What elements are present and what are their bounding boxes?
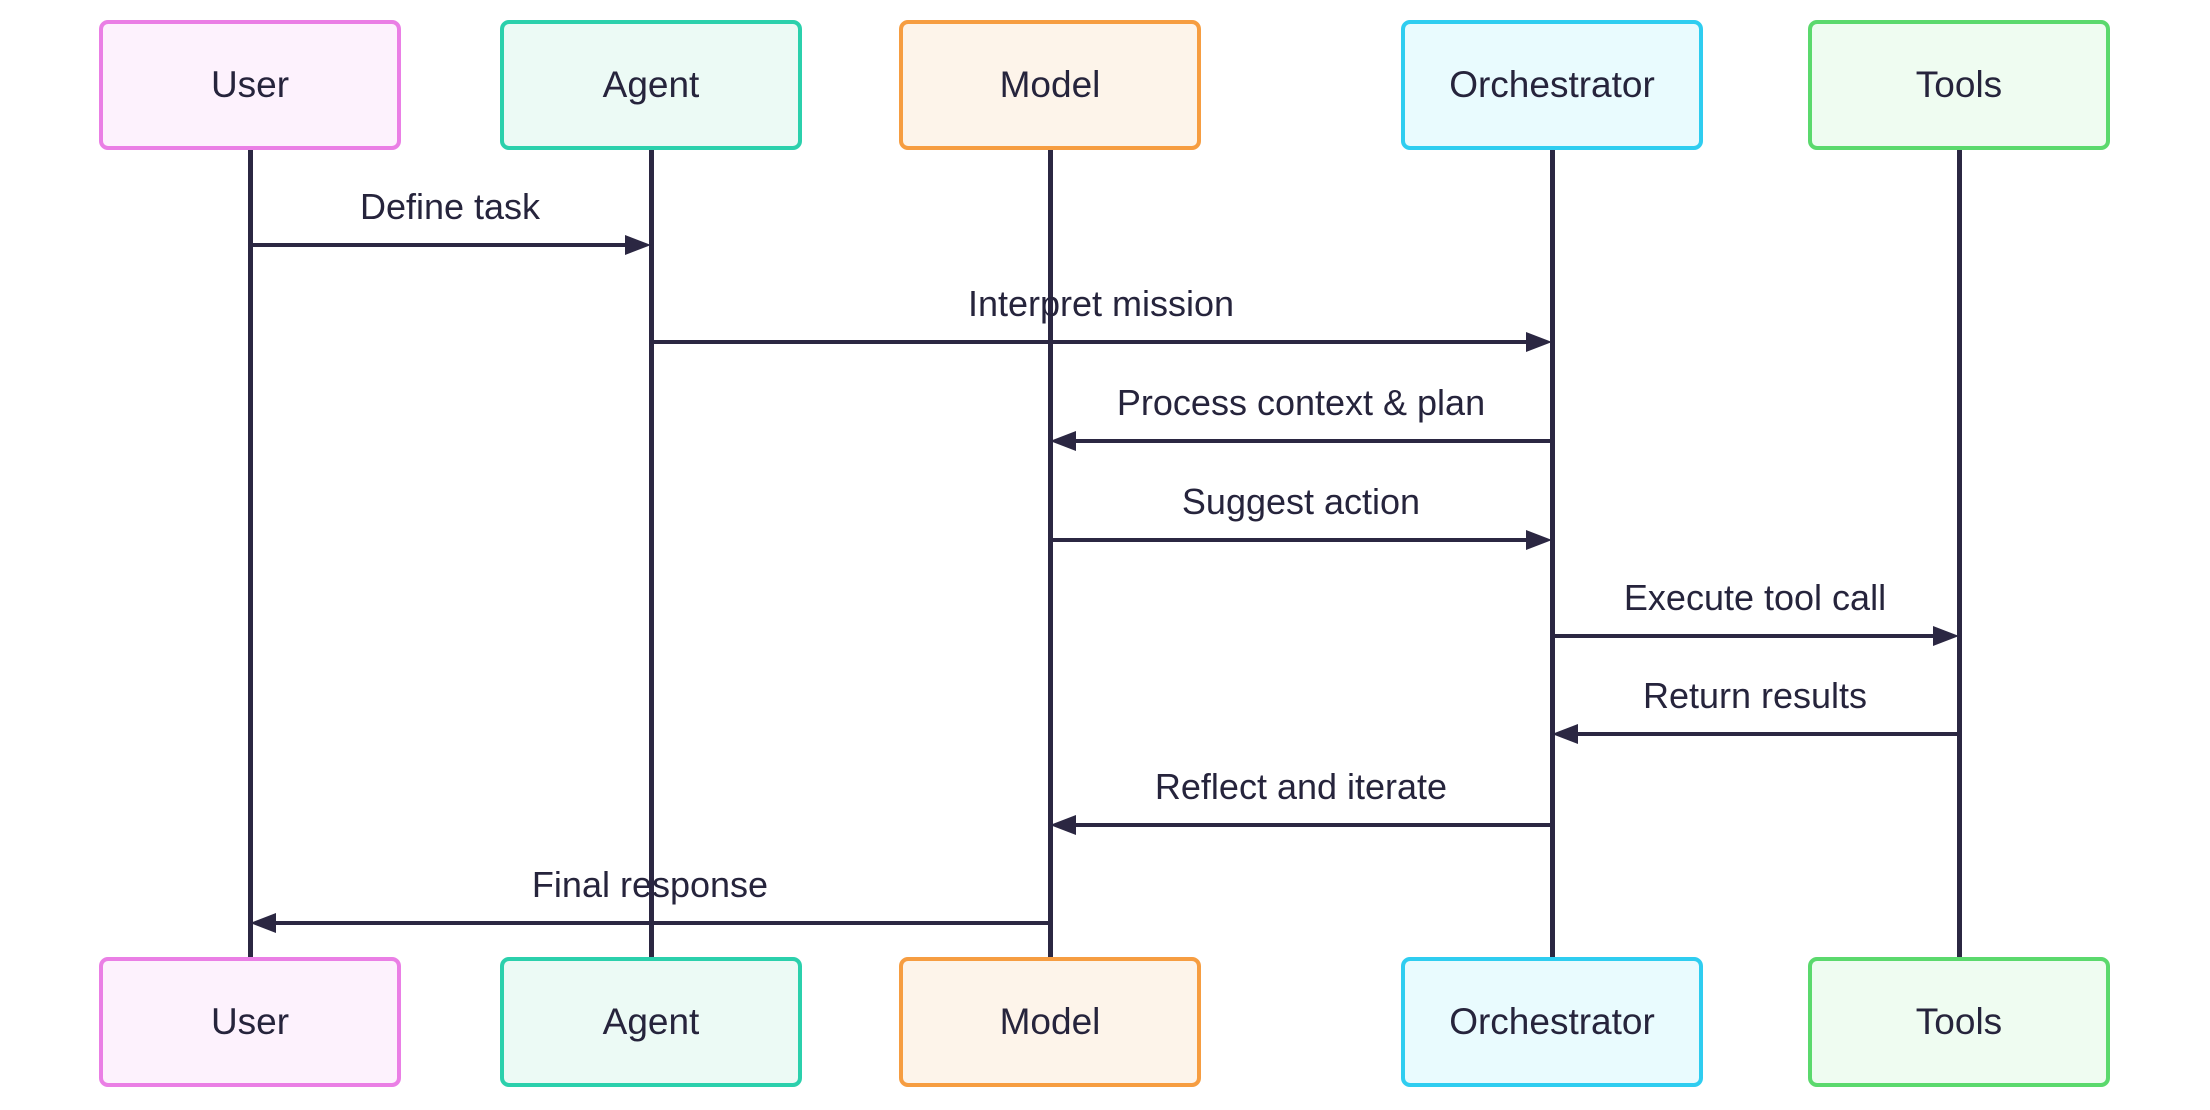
actor-box-model-top: Model <box>899 20 1201 150</box>
message-label: Reflect and iterate <box>1154 766 1448 807</box>
arrowhead-right-icon <box>1933 626 1959 646</box>
arrowhead-left-icon <box>1050 815 1076 835</box>
message-line <box>1552 634 1935 638</box>
lifeline-user <box>248 148 253 960</box>
lifeline-agent <box>649 148 654 960</box>
actor-box-agent-top: Agent <box>500 20 802 150</box>
arrowhead-right-icon <box>1526 332 1552 352</box>
actor-label-agent: Agent <box>602 64 700 105</box>
actor-label-user: User <box>210 64 290 105</box>
actor-label-tools: Tools <box>1915 1001 2003 1042</box>
actor-label-user: User <box>210 1001 290 1042</box>
message-label: Return results <box>1642 675 1868 716</box>
arrowhead-left-icon <box>1050 431 1076 451</box>
arrowhead-left-icon <box>1552 724 1578 744</box>
message-label: Process context & plan <box>1116 382 1486 423</box>
message-line <box>1074 823 1552 827</box>
lifeline-orchestrator <box>1550 148 1555 960</box>
actor-box-model-bottom: Model <box>899 957 1201 1087</box>
arrowhead-left-icon <box>250 913 276 933</box>
lifeline-tools <box>1957 148 1962 960</box>
actor-box-tools-top: Tools <box>1808 20 2110 150</box>
message-line <box>274 921 1050 925</box>
actor-box-orchestrator-top: Orchestrator <box>1401 20 1703 150</box>
message-line <box>250 243 627 247</box>
actor-label-tools: Tools <box>1915 64 2003 105</box>
arrowhead-right-icon <box>1526 530 1552 550</box>
actor-label-orchestrator: Orchestrator <box>1449 64 1655 105</box>
arrowhead-right-icon <box>625 235 651 255</box>
message-line <box>651 340 1528 344</box>
actor-box-user-top: User <box>99 20 401 150</box>
actor-label-model: Model <box>999 64 1101 105</box>
message-label: Suggest action <box>1181 481 1421 522</box>
actor-box-tools-bottom: Tools <box>1808 957 2110 1087</box>
message-line <box>1050 538 1528 542</box>
message-label: Execute tool call <box>1623 577 1887 618</box>
actor-label-model: Model <box>999 1001 1101 1042</box>
message-label: Final response <box>531 864 769 905</box>
message-label: Define task <box>359 186 541 227</box>
lifeline-model <box>1048 148 1053 960</box>
actor-label-agent: Agent <box>602 1001 700 1042</box>
actor-box-user-bottom: User <box>99 957 401 1087</box>
actor-box-agent-bottom: Agent <box>500 957 802 1087</box>
message-line <box>1074 439 1552 443</box>
message-line <box>1576 732 1959 736</box>
actor-box-orchestrator-bottom: Orchestrator <box>1401 957 1703 1087</box>
message-label: Interpret mission <box>967 283 1235 324</box>
actor-label-orchestrator: Orchestrator <box>1449 1001 1655 1042</box>
